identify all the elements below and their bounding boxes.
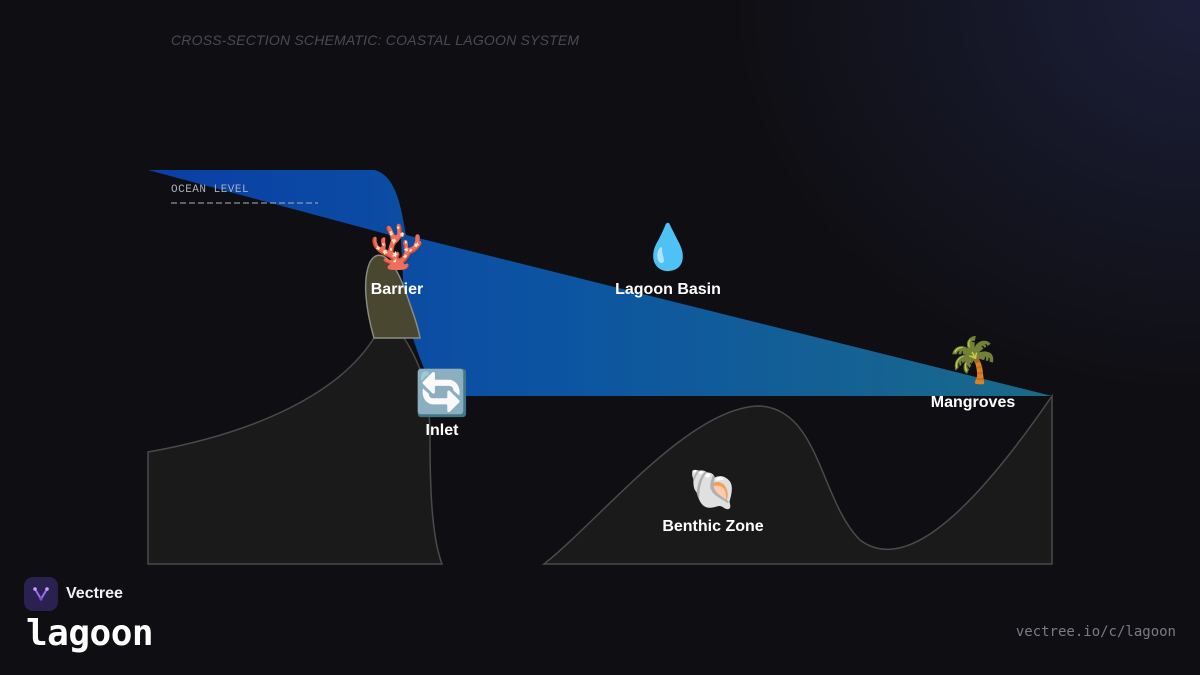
droplet-icon: 💧 <box>641 222 696 273</box>
lagoon-water <box>148 170 1052 396</box>
product-title: lagoon <box>26 613 154 654</box>
lagoon-basin-label: Lagoon Basin <box>615 281 721 298</box>
shore-terrain <box>147 337 444 565</box>
vectree-logo-icon[interactable] <box>24 577 58 611</box>
brand-row: Vectree <box>24 577 123 611</box>
zone-barrier: 🪸 Barrier <box>370 222 425 298</box>
basin-floor-terrain <box>541 393 1053 565</box>
zone-mangroves: 🌴 Mangroves <box>931 335 1016 411</box>
diagram-title: CROSS-SECTION SCHEMATIC: COASTAL LAGOON … <box>171 32 579 48</box>
zone-benthic: 🐚 Benthic Zone <box>662 467 763 535</box>
page-url[interactable]: vectree.io/c/lagoon <box>1015 624 1176 640</box>
brand-block: Vectree <box>24 577 123 611</box>
barrier-island <box>364 254 421 339</box>
zone-lagoon-basin: 💧 Lagoon Basin <box>615 222 721 298</box>
cycle-arrows-icon: 🔄 <box>415 368 470 419</box>
brand-name: Vectree <box>66 585 123 602</box>
barrier-label: Barrier <box>371 281 423 298</box>
mangroves-label: Mangroves <box>931 394 1016 411</box>
benthic-zone-label: Benthic Zone <box>662 518 763 535</box>
shell-icon: 🐚 <box>688 467 738 513</box>
zone-inlet: 🔄 Inlet <box>415 368 470 439</box>
ocean-level-label: OCEAN LEVEL <box>171 184 249 196</box>
palm-tree-icon: 🌴 <box>946 335 1001 386</box>
coral-icon: 🪸 <box>370 222 425 273</box>
inlet-label: Inlet <box>426 422 460 439</box>
